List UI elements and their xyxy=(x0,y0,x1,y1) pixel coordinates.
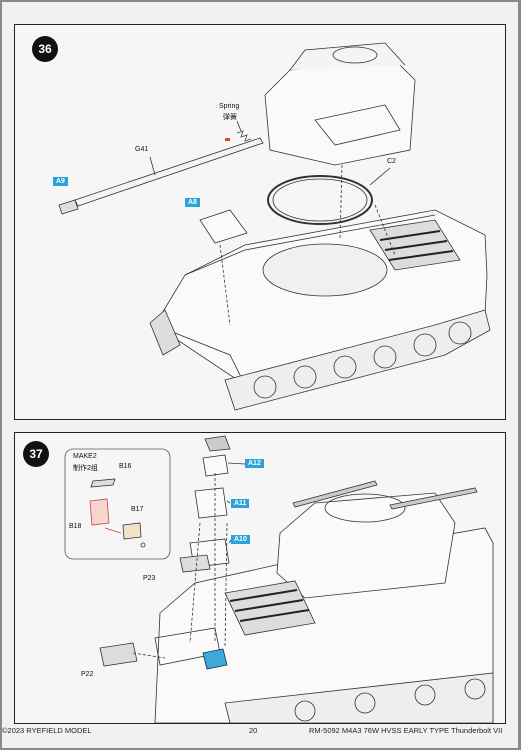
part-label-c2: C2 xyxy=(387,158,396,165)
part-tag-a10: A10 xyxy=(231,535,250,544)
step-number-36: 36 xyxy=(32,36,58,62)
make-label-cn: 制作2组 xyxy=(73,465,98,472)
step-number-37: 37 xyxy=(23,441,49,467)
part-tag-a12: A12 xyxy=(245,459,264,468)
part-tag-a8: A8 xyxy=(185,198,200,207)
step-36-panel: 36 xyxy=(14,24,506,420)
spring-label: Spring xyxy=(219,103,240,110)
step-37-drawing xyxy=(64,435,494,723)
part-label-p22: P22 xyxy=(81,671,94,678)
step-37-panel: 37 xyxy=(14,432,506,724)
step-36-drawing xyxy=(58,42,491,411)
part-label-b18: B18 xyxy=(69,523,82,530)
part-label-g41: G41 xyxy=(135,146,149,153)
part-label-b17: B17 xyxy=(131,506,144,513)
make-label: MAKE2 xyxy=(73,453,97,460)
part-tag-a9: A9 xyxy=(53,177,68,186)
part-label-p23: P23 xyxy=(143,575,156,582)
footer-page-number: 20 xyxy=(249,726,258,735)
part-tag-a11: A11 xyxy=(231,499,250,508)
footer-copyright: ©2023 RYEFIELD MODEL xyxy=(2,726,92,735)
part-label-b16: B16 xyxy=(119,463,132,470)
spring-label-cn: 弹簧 xyxy=(223,114,237,121)
footer-title: RM-5092 M4A3 76W HVSS EARLY TYPE Thunder… xyxy=(309,726,503,735)
